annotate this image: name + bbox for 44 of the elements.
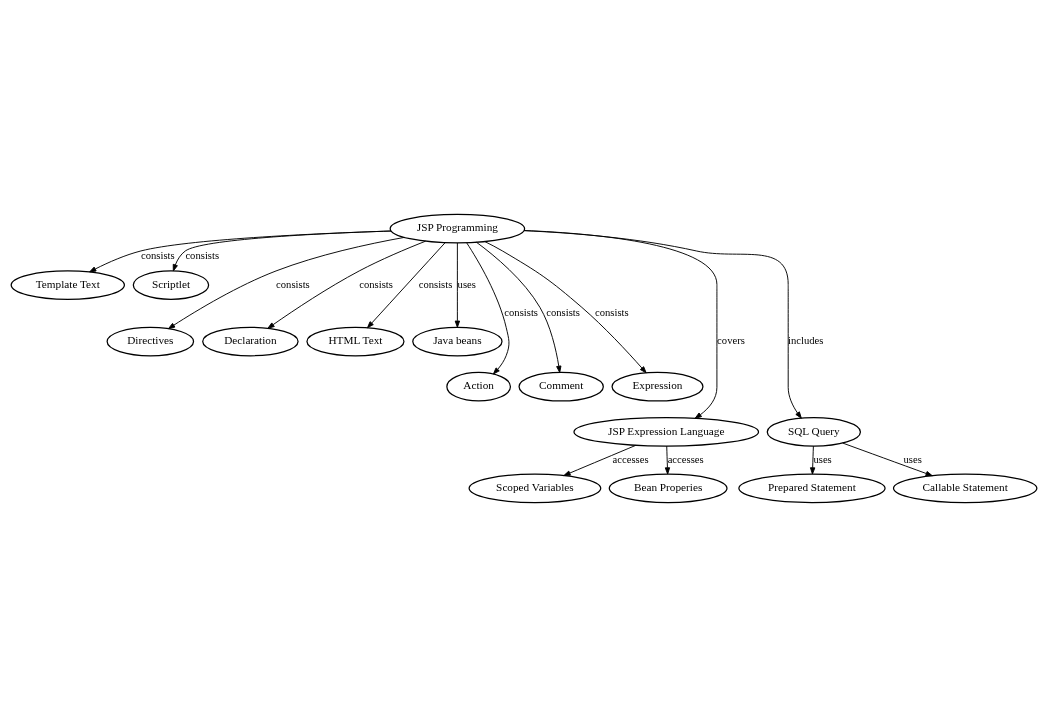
arrow: [168, 236, 405, 330]
node-ellipse: Expression: [611, 371, 704, 402]
arrow: [810, 445, 816, 475]
node-ellipse: Comment: [518, 371, 604, 402]
arrow: [89, 230, 392, 273]
edge-label: uses: [457, 278, 476, 290]
edge-label: consists: [276, 278, 310, 290]
arrow: [267, 240, 427, 329]
arrow: [466, 242, 510, 375]
node-ellipse: Scoped Variables: [468, 473, 602, 504]
edge-label: covers: [717, 335, 745, 347]
node-ellipse: Action: [446, 371, 512, 402]
node-ellipse: Java beans: [412, 326, 503, 357]
arrow: [172, 230, 392, 272]
arrow: [454, 242, 461, 328]
node-ellipse: Bean Properies: [608, 473, 728, 504]
edge-label: uses: [813, 453, 832, 465]
edge-label: consists: [418, 278, 453, 290]
edge-label: consists: [595, 306, 629, 318]
node-ellipse: Template Text: [10, 270, 125, 300]
node-ellipse: JSP Expression Language: [573, 417, 760, 447]
node-ellipse: HTML Text: [306, 326, 405, 357]
edge-label: consists: [546, 306, 580, 318]
arrow: [484, 241, 647, 374]
node-ellipse: SQL Query: [766, 417, 862, 447]
edge-label: consists: [185, 250, 220, 262]
arrow: [842, 442, 933, 477]
edge-label: consists: [359, 278, 393, 290]
node-ellipse: Prepared Statement: [738, 473, 886, 504]
node-ellipse: JSP Programming: [389, 213, 526, 244]
edge-label: consists: [504, 306, 538, 318]
edge-label: accesses: [612, 453, 649, 465]
edge-label: includes: [788, 335, 824, 347]
edge-label: accesses: [667, 453, 704, 465]
arrow: [563, 444, 637, 477]
arrow: [367, 242, 446, 329]
edge-label: uses: [903, 453, 922, 465]
node-ellipse: Scriptlet: [132, 270, 210, 300]
node-ellipse: Declaration: [202, 326, 299, 357]
edge-label: consists: [141, 250, 175, 262]
node-ellipse: Directives: [106, 326, 195, 357]
arrow: [523, 230, 802, 419]
arrow: [664, 445, 671, 475]
arrow: [475, 241, 562, 373]
